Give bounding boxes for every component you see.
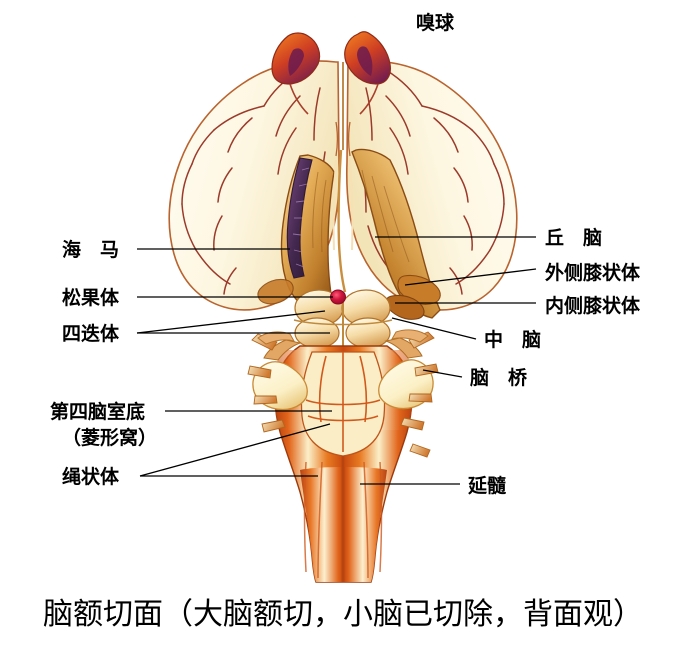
figure-caption: 脑额切面（大脑额切，小脑已切除，背面观） [43, 597, 643, 632]
olfactory-bulbs [271, 31, 391, 115]
label-restiform-body: 绳状体 [62, 466, 120, 488]
olfactory-core-right [357, 46, 373, 76]
label-lateral-geniculate-body: 外侧膝状体 [545, 262, 641, 284]
label-hippocampus: 海 马 [62, 239, 120, 261]
midbrain-wing-left [257, 331, 296, 345]
label-fourth-ventricle-floor: 第四脑室底 [50, 401, 146, 423]
label-rhomboid-fossa: （菱形窝） [62, 427, 158, 449]
medulla-striations [303, 461, 383, 579]
olfactory-core-left [288, 48, 304, 76]
leader-pons [422, 369, 463, 378]
third-ventricle-groove [337, 149, 347, 293]
lateral-geniculate-body-left [257, 278, 294, 305]
corpora-quadrigemina [293, 289, 393, 350]
label-pons: 脑 桥 [470, 367, 528, 389]
label-midbrain: 中 脑 [484, 329, 542, 351]
leader-corpora-quadrigemina-a [136, 310, 326, 334]
label-corpora-quadrigemina: 四迭体 [62, 323, 120, 345]
leader-restiform-body-a [139, 423, 331, 477]
brainstem [247, 329, 439, 583]
colliculi-transverse-groove [293, 319, 393, 326]
hippocampus-texture [292, 167, 310, 268]
midline-detail [335, 121, 351, 157]
peduncle-stump-right [384, 337, 423, 359]
leader-midbrain [391, 317, 477, 340]
midline-highlight-right [349, 159, 354, 251]
midline-highlight-left [332, 159, 337, 251]
cerebral-hemispheres [168, 60, 518, 311]
leader-lateral-geniculate-body [404, 268, 537, 286]
label-medulla-oblongata: 延髓 [468, 475, 507, 497]
rhomboid-fossa-striae [305, 352, 381, 452]
label-medial-geniculate-body: 内侧膝状体 [545, 295, 641, 317]
thalamus-striations [312, 169, 410, 263]
leader-lines [136, 236, 537, 485]
olfactory-tracts [289, 83, 379, 115]
label-pineal-body: 松果体 [62, 287, 120, 309]
peduncle-stump-left [263, 339, 302, 361]
midbrain-wing-right [390, 329, 429, 343]
label-thalamus: 丘 脑 [545, 227, 603, 249]
